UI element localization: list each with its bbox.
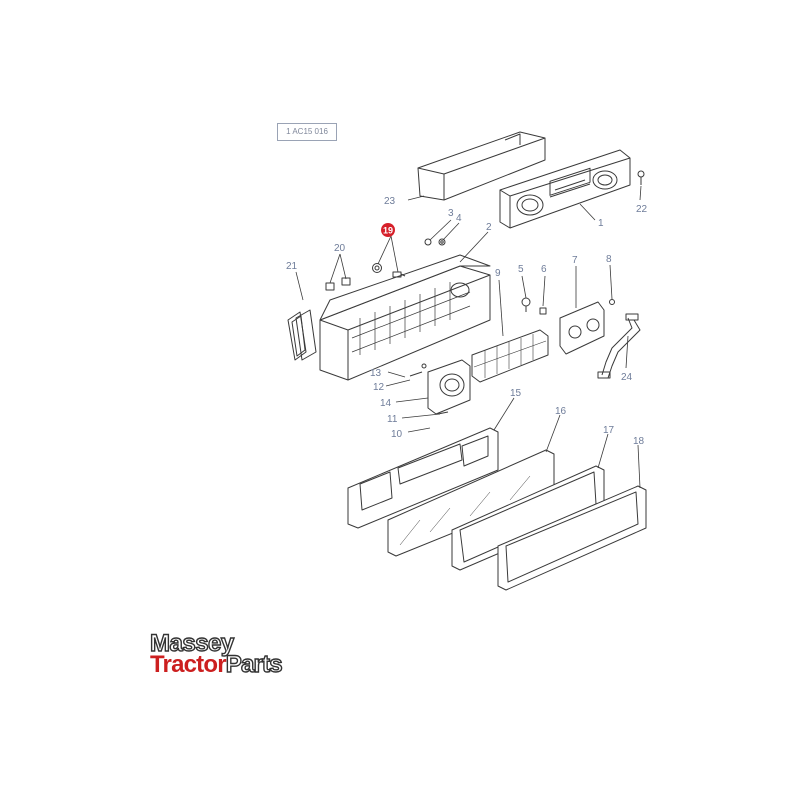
callout-12: 12 — [373, 382, 385, 393]
callout-20: 20 — [334, 243, 346, 254]
part-instrument-face — [499, 149, 631, 229]
logo-word-tractor: Tractor — [150, 651, 227, 678]
part-screw-8 — [609, 299, 615, 305]
part-bulb-5 — [521, 297, 531, 312]
callout-21: 21 — [286, 261, 298, 272]
logo-line-massey: Massey — [149, 629, 235, 657]
leader-lines — [295, 185, 642, 489]
part-bezel — [347, 427, 499, 529]
logo-word-parts: Parts — [225, 650, 283, 678]
callout-22: 22 — [636, 204, 648, 215]
callout-24: 24 — [621, 372, 633, 383]
callout-23: 23 — [384, 196, 396, 207]
callout-9: 9 — [495, 268, 501, 279]
callout-19: 19 — [383, 226, 393, 236]
part-speedo-module — [427, 359, 471, 415]
callout-6: 6 — [541, 264, 547, 275]
callout-10: 10 — [391, 429, 403, 440]
part-wiring-harness — [597, 313, 641, 379]
callout-15: 15 — [510, 388, 522, 399]
callout-5: 5 — [518, 264, 524, 275]
part-switch-module — [471, 329, 549, 383]
callout-1: 1 — [598, 218, 604, 229]
part-gauge-board — [559, 301, 605, 355]
callout-14: 14 — [380, 398, 392, 409]
part-clip-20 — [325, 277, 351, 291]
callout-18: 18 — [633, 436, 645, 447]
massey-tractor-parts-logo: Massey TractorParts — [149, 629, 320, 680]
callout-4: 4 — [456, 213, 462, 224]
part-main-housing — [319, 254, 491, 381]
part-top-cover — [417, 131, 546, 201]
part-outer-frame — [497, 485, 647, 591]
part-socket-6 — [539, 307, 547, 315]
callout-2: 2 — [486, 222, 492, 233]
callout-labels: 23 1 22 3 4 2 20 21 9 5 6 7 8 24 13 12 1… — [286, 196, 648, 447]
callout-3: 3 — [448, 208, 454, 219]
part-bulb-holder-19 — [372, 263, 406, 278]
callout-16: 16 — [555, 406, 567, 417]
logo-line-tractorparts: TractorParts — [150, 650, 283, 679]
callout-11: 11 — [387, 414, 398, 425]
callout-13: 13 — [370, 368, 382, 379]
part-screw-3 — [424, 238, 432, 246]
part-screw-22 — [637, 170, 645, 185]
callout-7: 7 — [572, 255, 578, 266]
reference-code-box: 1 AC15 016 — [277, 123, 337, 141]
part-washer-4 — [438, 238, 446, 246]
part-gasket-frame — [287, 309, 317, 361]
callout-17: 17 — [603, 425, 615, 436]
callout-19-highlight[interactable]: 19 — [381, 223, 395, 237]
callout-8: 8 — [606, 254, 612, 265]
highlight-marker — [381, 223, 395, 237]
